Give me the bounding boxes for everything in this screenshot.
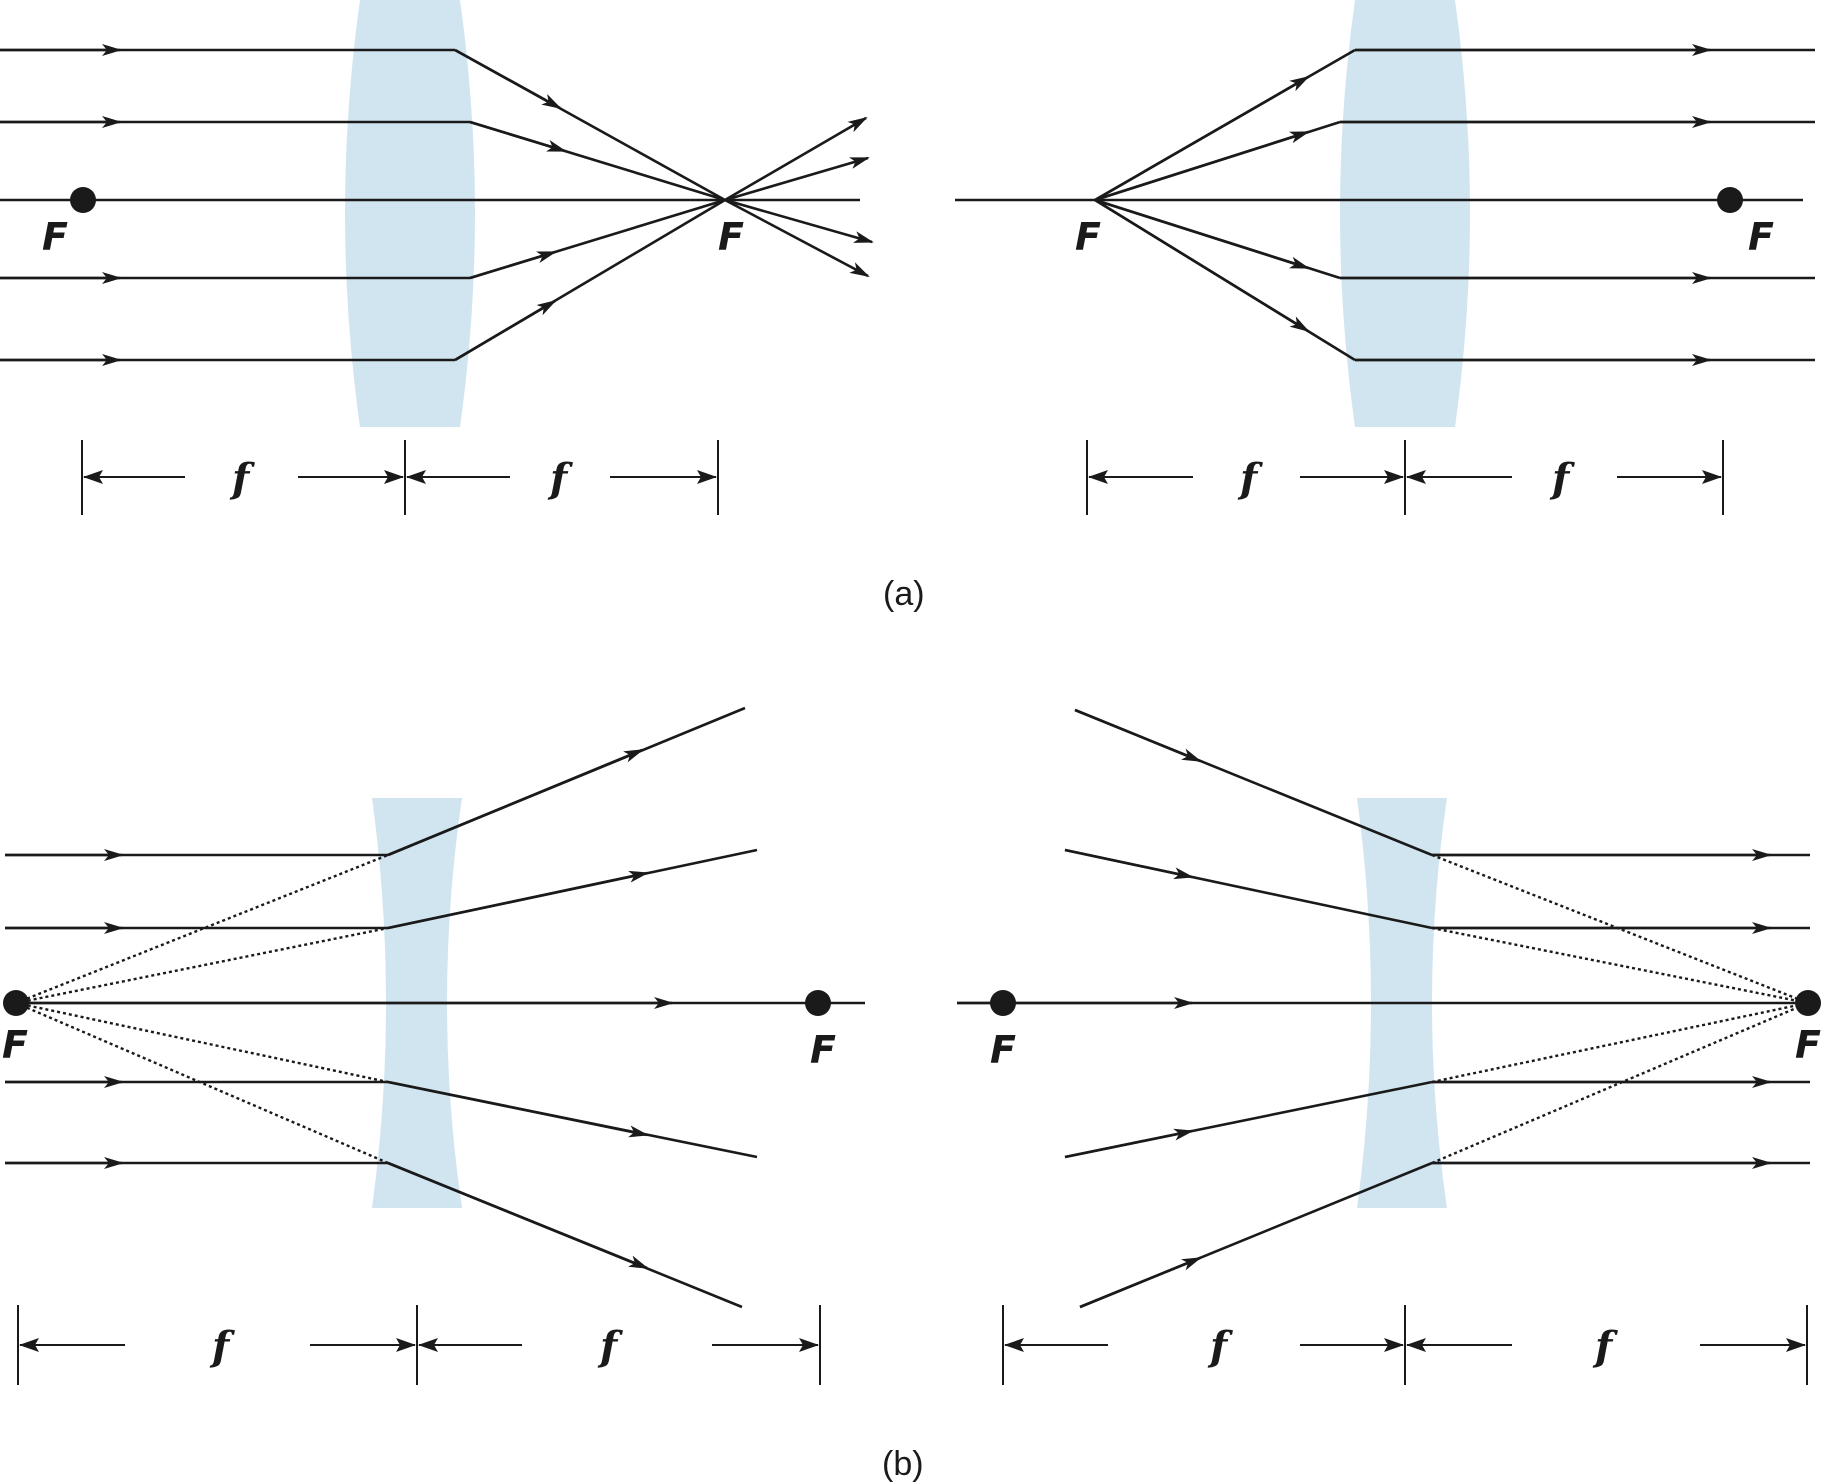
focal-length-dimension: f f (17, 1305, 821, 1385)
focal-point-label: F (1795, 1023, 1821, 1067)
focal-length-label: f (1237, 455, 1263, 502)
focal-length-label: f (1207, 1323, 1233, 1370)
focal-point-dot (3, 990, 29, 1016)
focal-length-label: f (597, 1323, 623, 1370)
focal-point-dot (70, 187, 96, 213)
focal-point-label: F (990, 1028, 1016, 1072)
focal-length-label: f (547, 455, 573, 502)
focal-point-label: F (1075, 215, 1101, 259)
convex-lens (1340, 0, 1470, 427)
focal-point-dot (805, 990, 831, 1016)
focal-point-label: F (810, 1028, 836, 1072)
panel-b-right: F F f f (957, 708, 1821, 1385)
focal-point-label: F (42, 215, 68, 259)
panel-b-left: F F f f (2, 706, 865, 1385)
focal-point-dot (1795, 990, 1821, 1016)
focal-length-dimension: f f (81, 440, 719, 515)
convex-lens (345, 0, 475, 427)
focal-point-label: F (2, 1023, 28, 1067)
panel-a-left: F F f f (0, 0, 874, 515)
focal-length-dimension: f f (1086, 440, 1724, 515)
caption-a: (a) (883, 575, 925, 613)
focal-length-label: f (1549, 455, 1575, 502)
panel-a-right: F F f f (955, 0, 1815, 515)
caption-b: (b) (882, 1445, 924, 1483)
focal-length-label: f (209, 1323, 235, 1370)
focal-point-dot (1717, 187, 1743, 213)
focal-point-label: F (718, 215, 744, 259)
focal-length-dimension: f f (1002, 1305, 1808, 1385)
focal-length-label: f (1592, 1323, 1618, 1370)
focal-point-label: F (1748, 215, 1774, 259)
focal-point-dot (990, 990, 1016, 1016)
focal-length-label: f (229, 455, 255, 502)
